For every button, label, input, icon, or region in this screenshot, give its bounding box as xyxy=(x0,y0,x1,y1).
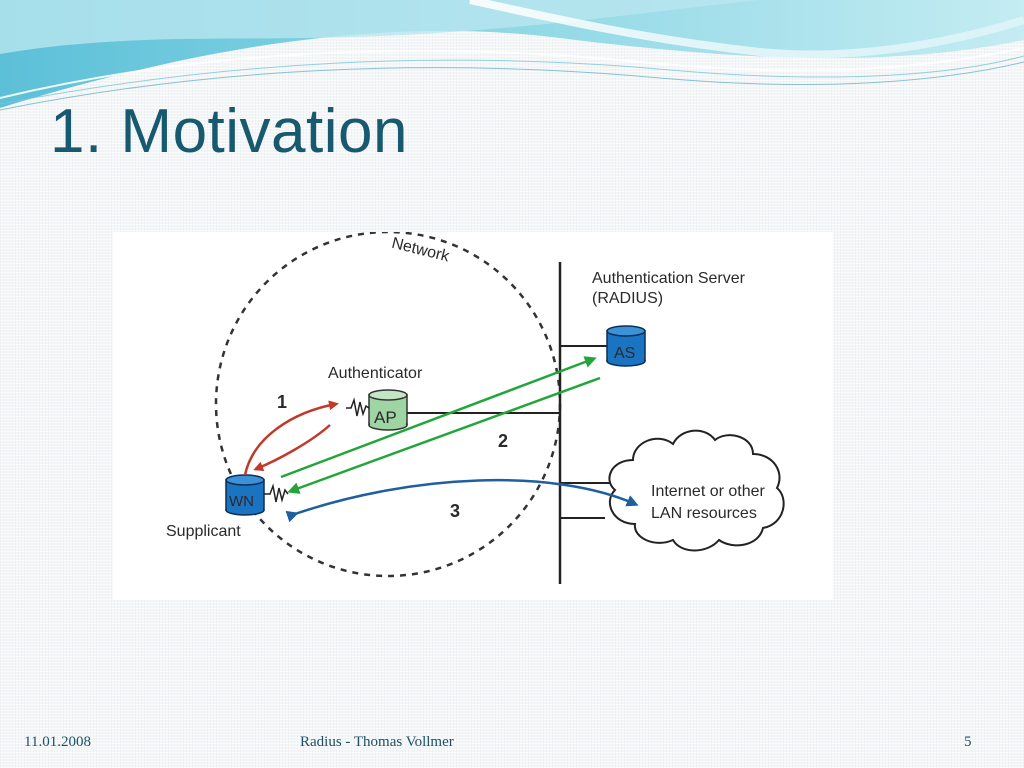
step2-arrow-to-wn xyxy=(287,376,601,494)
wn-node: WN xyxy=(225,474,265,516)
footer-page-number: 5 xyxy=(964,734,972,750)
ap-node-label: AP xyxy=(374,408,397,427)
footer-date: 11.01.2008 xyxy=(24,734,91,750)
ap-node: AP xyxy=(368,389,408,431)
auth-server-label-line2: (RADIUS) xyxy=(592,290,663,307)
step1-label: 1 xyxy=(277,392,287,412)
step3-label: 3 xyxy=(450,501,460,521)
network-diagram: Network Authenticator AP Authentication … xyxy=(113,232,833,600)
step2-arrow-to-as xyxy=(280,356,597,479)
ap-wireless-signal-icon xyxy=(346,397,370,417)
step1-arrow-to-wn xyxy=(253,424,331,471)
auth-server-label-line1: Authentication Server xyxy=(592,270,746,287)
internet-label-line2: LAN resources xyxy=(651,505,757,522)
header-wave-decoration xyxy=(0,0,1024,111)
step2-label: 2 xyxy=(498,431,508,451)
supplicant-label: Supplicant xyxy=(166,523,241,540)
internet-label-line1: Internet or other xyxy=(651,483,766,500)
as-node: AS xyxy=(606,325,646,367)
footer-author: Radius - Thomas Vollmer xyxy=(300,734,454,750)
as-node-label: AS xyxy=(614,345,635,362)
slide-title: 1. Motivation xyxy=(50,97,409,166)
step3-arrow xyxy=(285,479,639,523)
wn-node-label: WN xyxy=(229,493,254,510)
authenticator-label: Authenticator xyxy=(328,365,423,382)
wn-wireless-signal-icon xyxy=(264,483,289,503)
step1-arrow-to-ap xyxy=(243,400,339,476)
network-label: Network xyxy=(390,235,452,266)
